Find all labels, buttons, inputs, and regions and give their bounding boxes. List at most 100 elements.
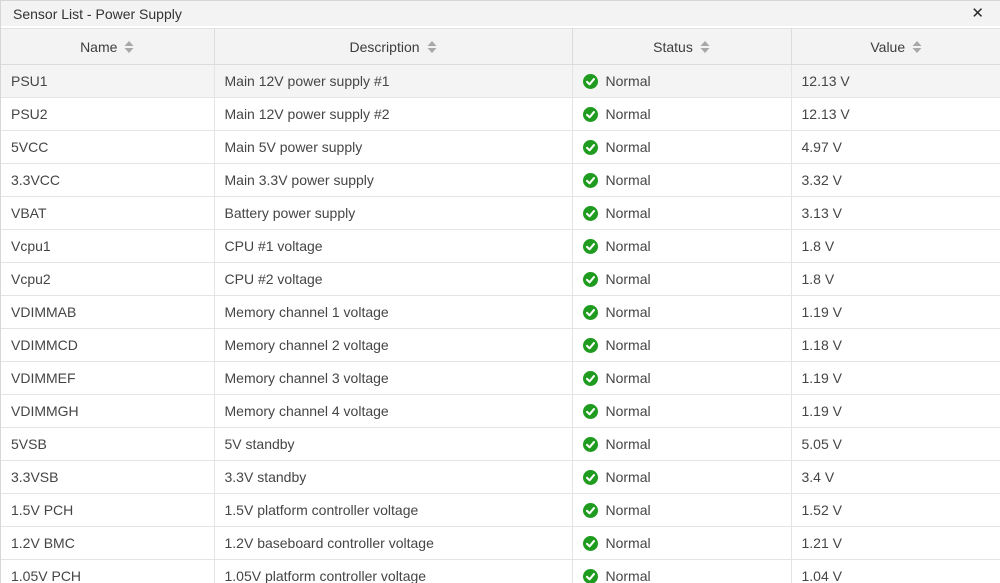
sensor-name-cell: 5VSB — [1, 427, 214, 461]
sensor-description-cell: 3.3V standby — [213, 460, 572, 494]
sensor-name-cell: PSU1 — [1, 64, 214, 98]
sensor-description-cell: Memory channel 4 voltage — [213, 394, 572, 428]
column-header-label: Name — [80, 38, 118, 55]
check-circle-icon — [582, 172, 598, 188]
sort-updown-icon — [700, 40, 710, 53]
sensor-description-cell: 1.05V platform controller voltage — [213, 559, 572, 583]
column-header-status[interactable]: Status — [571, 28, 792, 65]
sensor-status-cell: Normal — [571, 361, 791, 395]
column-header-name[interactable]: Name — [1, 28, 215, 65]
table-row[interactable]: Vcpu2 CPU #2 voltage Normal 1.8 V — [1, 262, 1000, 296]
status-label: Normal — [605, 238, 651, 254]
status-label: Normal — [605, 502, 651, 518]
sensor-name-cell: VDIMMGH — [1, 394, 214, 428]
sensor-status-cell: Normal — [571, 427, 791, 461]
sort-updown-icon — [427, 40, 437, 53]
sensor-status-cell: Normal — [571, 196, 791, 230]
sensor-name-cell: Vcpu1 — [1, 229, 214, 263]
sensor-name-cell: 5VCC — [1, 130, 214, 164]
table-row[interactable]: VDIMMGH Memory channel 4 voltage Normal … — [1, 394, 1000, 428]
table-row[interactable]: 3.3VCC Main 3.3V power supply Normal 3.3… — [1, 163, 1000, 197]
sensor-description-cell: 5V standby — [213, 427, 572, 461]
sort-updown-icon — [912, 40, 922, 53]
sensor-description-cell: Main 12V power supply #2 — [213, 97, 572, 131]
sensor-status-cell: Normal — [571, 559, 791, 583]
status-label: Normal — [605, 205, 651, 221]
check-circle-icon — [582, 436, 598, 452]
column-header-value[interactable]: Value — [790, 28, 1000, 65]
sensor-status-cell: Normal — [571, 526, 791, 560]
sensor-name-cell: 3.3VCC — [1, 163, 214, 197]
sensor-name-cell: Vcpu2 — [1, 262, 214, 296]
sensor-description-cell: Main 12V power supply #1 — [213, 64, 572, 98]
check-circle-icon — [582, 370, 598, 386]
sensor-value-cell: 1.8 V — [790, 262, 1000, 296]
sensor-status-cell: Normal — [571, 97, 791, 131]
sensor-value-cell: 3.4 V — [790, 460, 1000, 494]
table-row[interactable]: VDIMMAB Memory channel 1 voltage Normal … — [1, 295, 1000, 329]
panel-titlebar: Sensor List - Power Supply ✕ — [1, 1, 1000, 28]
table-row[interactable]: Vcpu1 CPU #1 voltage Normal 1.8 V — [1, 229, 1000, 263]
sensor-description-cell: Memory channel 3 voltage — [213, 361, 572, 395]
table-row[interactable]: PSU2 Main 12V power supply #2 Normal 12.… — [1, 97, 1000, 131]
status-label: Normal — [605, 106, 651, 122]
sensor-status-cell: Normal — [571, 394, 791, 428]
sensor-value-cell: 1.19 V — [790, 295, 1000, 329]
sensor-value-cell: 1.8 V — [790, 229, 1000, 263]
sensor-table-body: PSU1 Main 12V power supply #1 Normal 12.… — [1, 64, 1000, 583]
column-header-label: Description — [349, 38, 420, 55]
close-icon[interactable]: ✕ — [971, 5, 984, 22]
table-row[interactable]: 5VCC Main 5V power supply Normal 4.97 V — [1, 130, 1000, 164]
status-label: Normal — [605, 568, 651, 583]
status-label: Normal — [605, 172, 651, 188]
sensor-table: Name Description — [1, 28, 1000, 583]
check-circle-icon — [582, 238, 598, 254]
table-row[interactable]: 1.05V PCH 1.05V platform controller volt… — [1, 559, 1000, 583]
sensor-value-cell: 12.13 V — [790, 97, 1000, 131]
sensor-name-cell: VDIMMAB — [1, 295, 214, 329]
status-label: Normal — [605, 535, 651, 551]
check-circle-icon — [582, 469, 598, 485]
sensor-name-cell: VBAT — [1, 196, 214, 230]
check-circle-icon — [582, 271, 598, 287]
sensor-value-cell: 5.05 V — [790, 427, 1000, 461]
column-header-label: Status — [653, 38, 693, 55]
table-row[interactable]: VBAT Battery power supply Normal 3.13 V — [1, 196, 1000, 230]
status-label: Normal — [605, 370, 651, 386]
status-label: Normal — [605, 73, 651, 89]
sensor-name-cell: 3.3VSB — [1, 460, 214, 494]
sensor-status-cell: Normal — [571, 163, 791, 197]
sensor-status-cell: Normal — [571, 328, 791, 362]
check-circle-icon — [582, 106, 598, 122]
table-row[interactable]: 1.5V PCH 1.5V platform controller voltag… — [1, 493, 1000, 527]
sensor-value-cell: 1.18 V — [790, 328, 1000, 362]
table-row[interactable]: 3.3VSB 3.3V standby Normal 3.4 V — [1, 460, 1000, 494]
sensor-value-cell: 3.13 V — [790, 196, 1000, 230]
sensor-value-cell: 1.21 V — [790, 526, 1000, 560]
sensor-description-cell: 1.5V platform controller voltage — [213, 493, 572, 527]
status-label: Normal — [605, 271, 651, 287]
check-circle-icon — [582, 568, 598, 583]
sensor-status-cell: Normal — [571, 493, 791, 527]
sensor-description-cell: CPU #1 voltage — [213, 229, 572, 263]
table-row[interactable]: VDIMMEF Memory channel 3 voltage Normal … — [1, 361, 1000, 395]
status-label: Normal — [605, 436, 651, 452]
column-header-description[interactable]: Description — [213, 28, 573, 65]
table-header-row: Name Description — [1, 28, 1000, 65]
status-label: Normal — [605, 304, 651, 320]
sensor-name-cell: 1.5V PCH — [1, 493, 214, 527]
table-row[interactable]: 5VSB 5V standby Normal 5.05 V — [1, 427, 1000, 461]
check-circle-icon — [582, 205, 598, 221]
table-row[interactable]: 1.2V BMC 1.2V baseboard controller volta… — [1, 526, 1000, 560]
check-circle-icon — [582, 304, 598, 320]
sensor-value-cell: 1.52 V — [790, 493, 1000, 527]
sensor-description-cell: Battery power supply — [213, 196, 572, 230]
sort-updown-icon — [124, 40, 134, 53]
sensor-description-cell: Memory channel 1 voltage — [213, 295, 572, 329]
check-circle-icon — [582, 73, 598, 89]
sensor-value-cell: 1.04 V — [790, 559, 1000, 583]
table-row[interactable]: PSU1 Main 12V power supply #1 Normal 12.… — [1, 64, 1000, 98]
column-header-label: Value — [870, 38, 906, 55]
table-row[interactable]: VDIMMCD Memory channel 2 voltage Normal … — [1, 328, 1000, 362]
